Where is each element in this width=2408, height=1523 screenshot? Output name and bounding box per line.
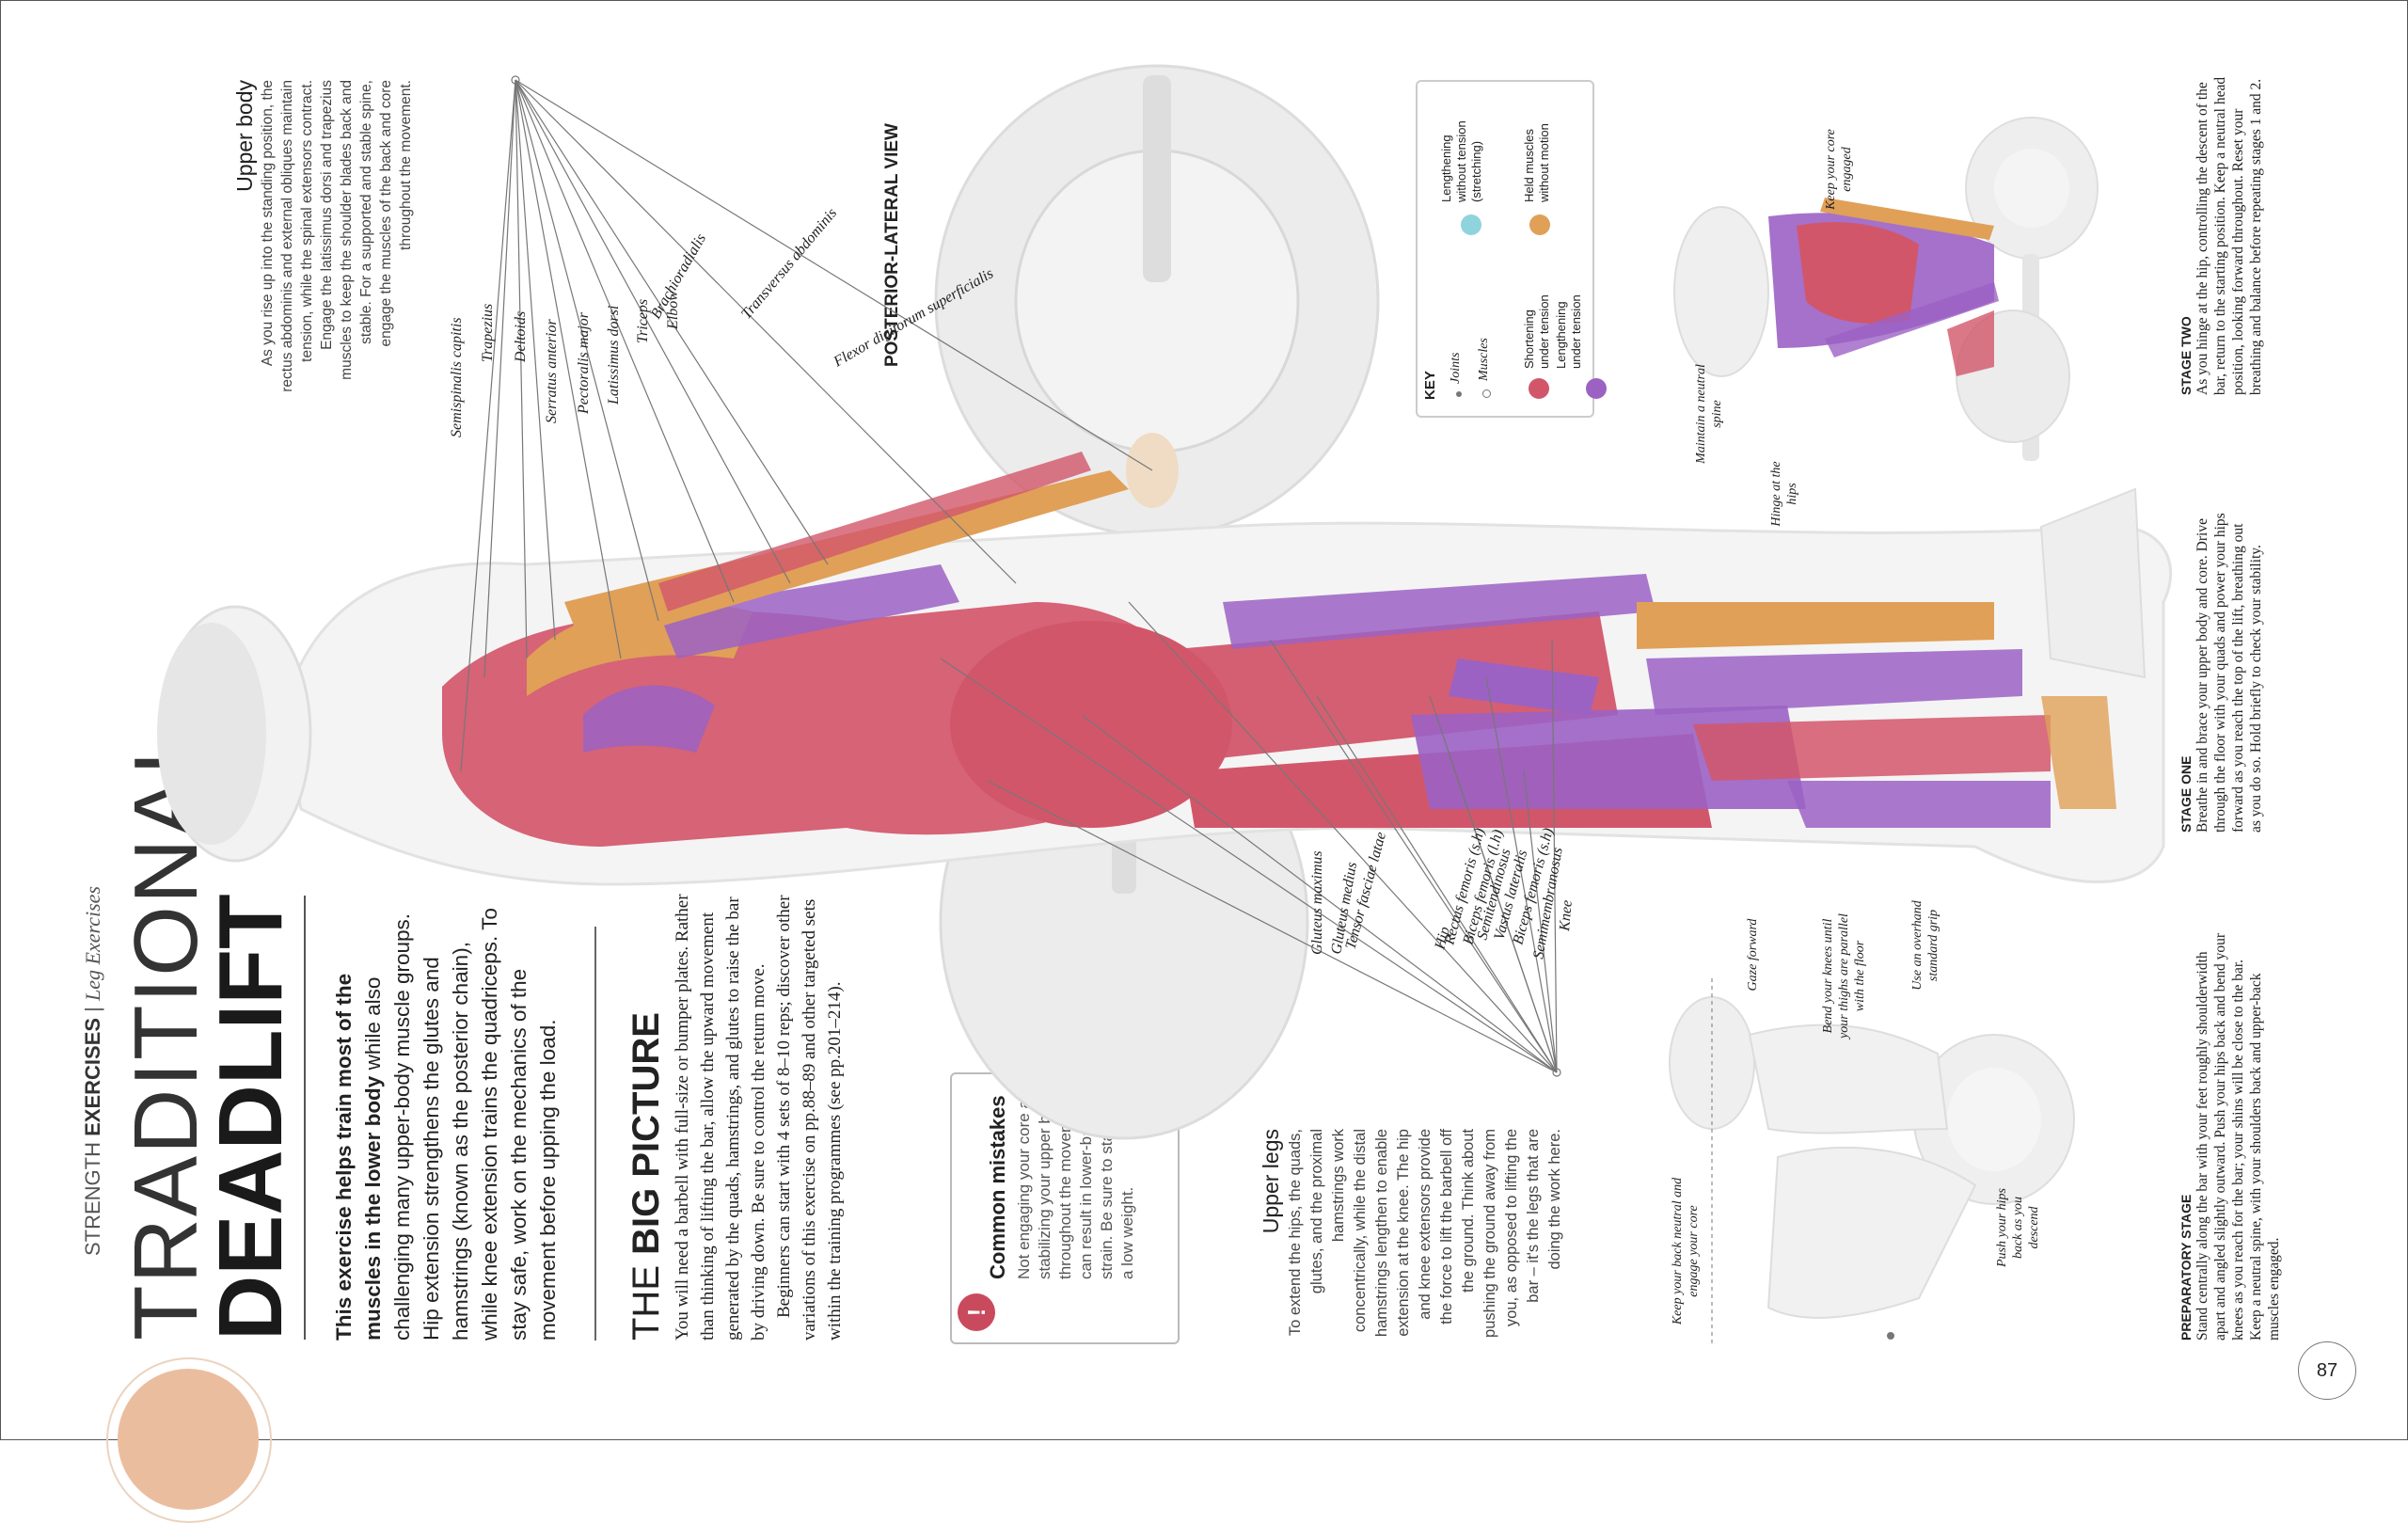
prep-keep-back: Keep your back neutral and engage your c… [1671,1177,1701,1325]
prep-bend-knees: Bend your knees until your thighs are pa… [1821,913,1867,1039]
label-transversus-abdominis: Transversus abdominis [738,205,840,322]
stage-two-maintain-spine: Maintain a neutral spine [1694,364,1724,464]
label-pectoralis-major: Pectoralis major [576,311,592,415]
preparatory-text: Stand centrally along the bar with your … [2194,932,2282,1341]
page-number-circle: 87 [2298,1341,2356,1400]
stage-two-keep-core: Keep your core engaged [1824,129,1854,210]
muscle-marker [1482,389,1491,398]
label-semispinalis-capitis: Semispinalis capitis [449,317,465,437]
stage-two-title: STAGE TWO [2178,316,2194,395]
key-swatch-held [1529,214,1550,235]
preparatory-block: PREPARATORY STAGE Stand centrally along … [2178,927,2283,1341]
label-latissimus-dorsi: Latissimus dorsi [606,306,622,405]
label-triceps: Triceps [635,299,651,343]
intro-rule [304,896,306,1340]
stage-two-figure [1673,117,2099,461]
body-figure [157,433,2173,886]
anatomy-illustration: Semispinalis capitis Trapezius Deltoids … [157,64,2173,1140]
key-swatch-stretching [1461,214,1481,235]
prep-push-hips: Push your hips back as you descend [1995,1188,2041,1267]
barbell-plate-top [934,64,1380,538]
label-knee: Knee [1557,899,1576,932]
key-joints: Joints [1449,352,1463,384]
key-swatch-lengthening [1586,378,1607,399]
stage-one-text: Breathe in and brace your upper body and… [2194,513,2264,833]
label-elbow: Elbow [665,291,681,330]
stage-two-text: As you hinge at the hip, controlling the… [2194,76,2264,395]
key-label-lengthening: Lengthening under tension [1554,294,1583,369]
key-label-stretching: Lengthening without tension (stretching) [1439,120,1483,202]
label-trapezius: Trapezius [480,304,496,362]
prep-overhand: Use an overhand standard grip [1910,900,1941,991]
stage-two-block: STAGE TWO As you hinge at the hip, contr… [2178,71,2265,395]
stage-two-hinge: Hinge at the hips [1769,461,1799,527]
stage-one-block: STAGE ONE Breathe in and brace your uppe… [2178,508,2265,833]
prep-gaze: Gaze forward [1746,918,1760,992]
big-picture-rule [594,927,596,1341]
page-number: 87 [2316,1360,2338,1381]
key-muscles: Muscles [1477,338,1491,381]
lower-leader-lines [940,601,1561,1077]
key-title: KEY [1422,371,1438,400]
joint-marker [1456,391,1462,397]
label-hip: Hip [1432,925,1453,952]
upper-labels: Semispinalis capitis Trapezius Deltoids … [449,205,996,437]
preparatory-title: PREPARATORY STAGE [2178,1194,2194,1341]
upper-leader-lines [460,75,1153,772]
key-label-held: Held muscles without motion [1522,123,1551,202]
key-box [1416,80,1594,418]
label-deltoids: Deltoids [513,311,529,363]
label-gluteus-maximus: Gluteus maximus [1309,850,1325,955]
key-swatch-shortening [1529,378,1549,399]
key-label-shortening: Shortening under tension [1522,294,1551,369]
prep-figure [1669,978,2075,1345]
stage-one-title: STAGE ONE [2178,755,2194,833]
label-serratus-anterior: Serratus anterior [544,319,560,423]
